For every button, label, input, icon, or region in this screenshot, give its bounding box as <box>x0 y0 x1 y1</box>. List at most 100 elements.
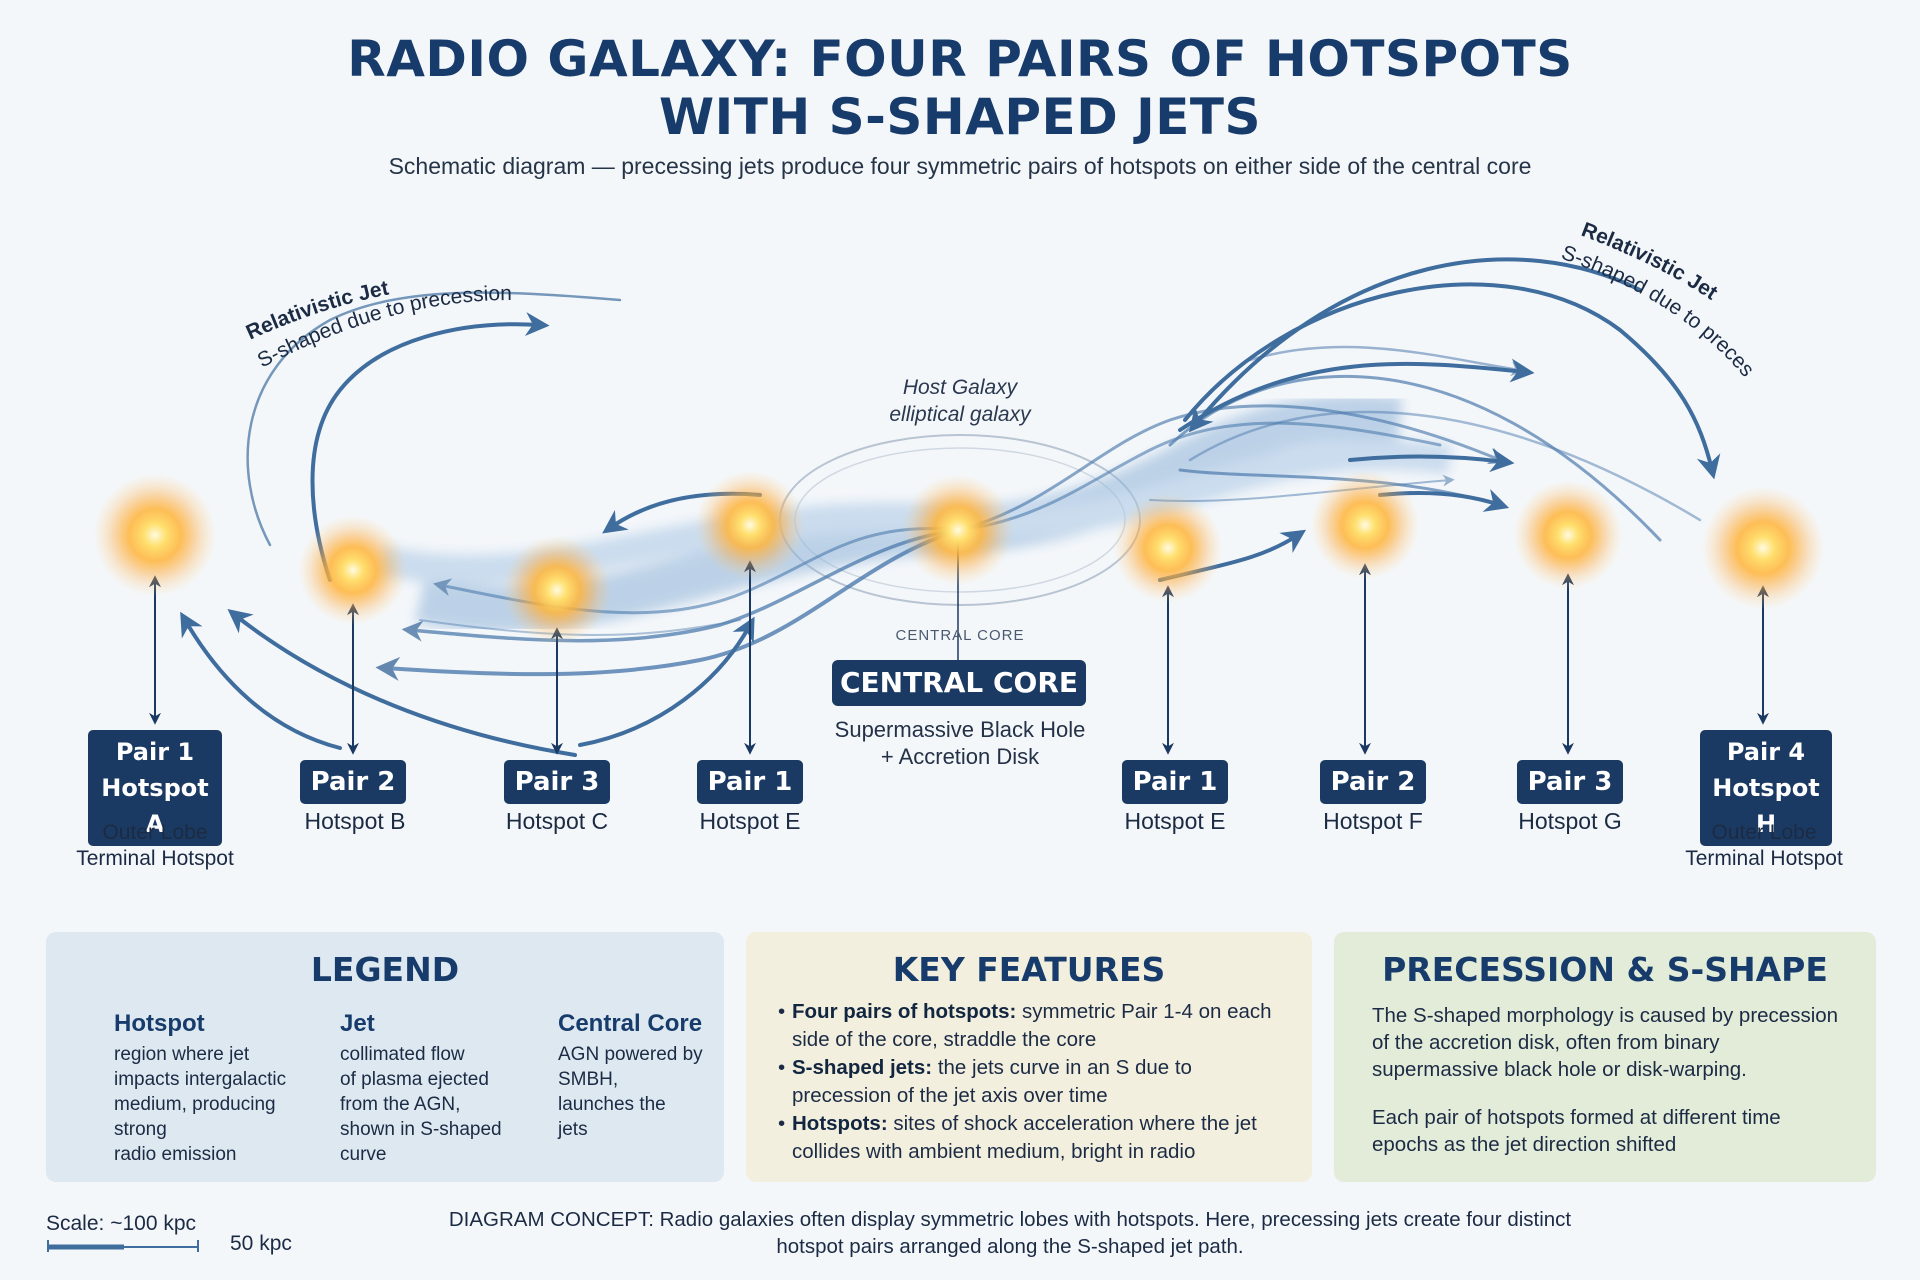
desc-line-1: Outer Lobe <box>102 821 208 844</box>
legend-core-line: launches the <box>558 1094 666 1115</box>
feature-text: collides with ambient medium, bright in … <box>792 1140 1196 1163</box>
key-features-title: KEY FEATURES <box>892 950 1166 989</box>
hotspot-c <box>502 535 612 645</box>
feature-item: S-shaped jets: the jets curve in an S du… <box>778 1054 1292 1110</box>
title-line-1: RADIO GALAXY: FOUR PAIRS OF HOTSPOTS <box>347 30 1573 88</box>
pair-label: Pair 4 <box>1726 738 1806 766</box>
key-features-list: Four pairs of hotspots: symmetric Pair 1… <box>778 998 1292 1166</box>
label-hotspot-h: Pair 4 Hotspot H <box>1700 730 1832 846</box>
scale-label: Scale: ~100 kpc <box>46 1212 197 1235</box>
feature-text: symmetric Pair 1-4 on each <box>1016 1000 1272 1023</box>
pair-label: Pair 1 <box>115 738 195 766</box>
feature-item: Four pairs of hotspots: symmetric Pair 1… <box>778 998 1292 1054</box>
concept-line-2: hotspot pairs arranged along the S-shape… <box>776 1235 1244 1258</box>
hotspot-c-name: Hotspot C <box>505 808 609 834</box>
jet-arrows <box>180 257 1721 757</box>
precession-title: PRECESSION & S-SHAPE <box>1382 950 1828 989</box>
precession-panel: PRECESSION & S-SHAPE The S-shaped morpho… <box>1334 932 1876 1182</box>
legend-jet-name: Jet <box>340 1010 375 1037</box>
desc-line-2: Terminal Hotspot <box>1685 847 1843 870</box>
feature-item: Hotspots: sites of shock acceleration wh… <box>778 1110 1292 1166</box>
legend-jet: Jet collimated flow of plasma ejected fr… <box>340 1010 510 1167</box>
host-galaxy-title: Host Galaxy <box>902 376 1018 399</box>
hotspot-b-name: Hotspot B <box>304 808 406 834</box>
concept-line-1: DIAGRAM CONCEPT: Radio galaxies often di… <box>448 1208 1572 1231</box>
desc-line-1: Outer Lobe <box>1711 821 1817 844</box>
label-hotspot-e-left: Pair 1 <box>697 760 803 804</box>
precession-paragraph-2: Each pair of hotspots formed at differen… <box>1372 1104 1852 1158</box>
hotspot-e-right-name: Hotspot E <box>1124 808 1226 834</box>
legend-jet-line: curve <box>340 1144 387 1165</box>
legend-jet-text: collimated flow of plasma ejected from t… <box>340 1042 510 1167</box>
desc-line-2: Terminal Hotspot <box>76 847 234 870</box>
feature-bold: S-shaped jets: <box>792 1056 933 1079</box>
legend-hotspot-line: radio emission <box>114 1144 237 1165</box>
key-features-panel: KEY FEATURES Four pairs of hotspots: sym… <box>746 932 1312 1182</box>
feature-bold: Four pairs of hotspots: <box>792 1000 1017 1023</box>
precession-line: of the accretion disk, often from binary <box>1372 1031 1720 1054</box>
hotspot-name: Hotspot H <box>1712 774 1820 838</box>
feature-text: the jets curve in an S due to <box>932 1056 1192 1079</box>
legend-core-line: SMBH, <box>558 1069 619 1090</box>
precession-line: supermassive black hole or disk-warping. <box>1372 1058 1747 1081</box>
legend-jet-line: shown in S-shaped <box>340 1119 502 1140</box>
hotspot-e-right <box>1113 493 1223 603</box>
hotspot-g <box>1513 480 1623 590</box>
hotspot-g-name: Hotspot G <box>1518 808 1622 834</box>
central-core-glow <box>902 474 1014 586</box>
label-hotspot-a: Pair 1 Hotspot A <box>88 730 222 846</box>
label-hotspot-g: Pair 3 <box>1517 760 1623 804</box>
label-hotspot-f: Pair 2 <box>1320 760 1426 804</box>
core-description: Supermassive Black Hole + Accretion Disk <box>800 716 1120 770</box>
diagram-concept: DIAGRAM CONCEPT: Radio galaxies often di… <box>420 1206 1600 1260</box>
feature-text: side of the core, straddle the core <box>792 1028 1097 1051</box>
feature-text: precession of the jet axis over time <box>792 1084 1108 1107</box>
host-galaxy-label: Host Galaxy elliptical galaxy <box>830 374 1090 428</box>
feature-bold: Hotspots: <box>792 1112 888 1135</box>
precession-line: The S-shaped morphology is caused by pre… <box>1372 1004 1839 1027</box>
feature-text: sites of shock acceleration where the je… <box>887 1112 1257 1135</box>
legend-core-line: jets <box>558 1119 588 1140</box>
legend-core-text: AGN powered by SMBH, launches the jets <box>558 1042 718 1142</box>
precession-line: epochs as the jet direction shifted <box>1372 1133 1677 1156</box>
title-line-2: WITH S-SHAPED JETS <box>658 88 1262 146</box>
hotspot-name: Hotspot A <box>101 774 209 838</box>
hotspots <box>93 470 1825 645</box>
precession-paragraph-1: The S-shaped morphology is caused by pre… <box>1372 1002 1852 1083</box>
legend-hotspot-name: Hotspot <box>114 1010 205 1037</box>
legend-hotspot-text: region where jet impacts intergalactic m… <box>114 1042 304 1167</box>
core-desc-line-2: + Accretion Disk <box>880 744 1040 769</box>
legend-hotspot-line: medium, producing <box>114 1094 276 1115</box>
hotspot-f-name: Hotspot F <box>1323 808 1423 834</box>
subtitle: Schematic diagram — precessing jets prod… <box>388 153 1532 179</box>
core-desc-line-1: Supermassive Black Hole <box>834 717 1086 742</box>
scale-bar <box>47 1240 199 1252</box>
core-small-label: CENTRAL CORE <box>895 627 1025 644</box>
legend-central-core: Central Core AGN powered by SMBH, launch… <box>558 1010 718 1142</box>
label-hotspot-e-right: Pair 1 <box>1122 760 1228 804</box>
host-galaxy-type: elliptical galaxy <box>889 403 1031 426</box>
scale-bar-label: 50 kpc <box>230 1232 292 1255</box>
central-core-box: CENTRAL CORE <box>832 660 1086 706</box>
legend-title: LEGEND <box>310 950 460 989</box>
hotspot-e-left <box>695 470 805 580</box>
hotspot-f <box>1310 470 1420 580</box>
legend-hotspot-line: strong <box>114 1119 167 1140</box>
legend-jet-line: collimated flow <box>340 1044 465 1065</box>
legend-hotspot-line: impacts intergalactic <box>114 1069 287 1090</box>
precession-line: Each pair of hotspots formed at differen… <box>1372 1106 1781 1129</box>
page-title: RADIO GALAXY: FOUR PAIRS OF HOTSPOTS WIT… <box>0 30 1920 146</box>
hotspot-b <box>298 515 408 625</box>
hotspot-a-desc: Outer Lobe Terminal Hotspot <box>35 820 275 872</box>
label-hotspot-b: Pair 2 <box>300 760 406 804</box>
hotspot-h-desc: Outer Lobe Terminal Hotspot <box>1644 820 1884 872</box>
legend-panel: LEGEND Hotspot region where jet impacts … <box>46 932 724 1182</box>
legend-hotspot: Hotspot region where jet impacts interga… <box>114 1010 304 1167</box>
legend-core-name: Central Core <box>558 1010 703 1037</box>
legend-hotspot-line: region where jet <box>114 1044 250 1065</box>
legend-core-line: AGN powered by <box>558 1044 703 1065</box>
hotspot-h <box>1701 486 1825 610</box>
label-hotspot-c: Pair 3 <box>504 760 610 804</box>
legend-jet-line: of plasma ejected <box>340 1069 489 1090</box>
